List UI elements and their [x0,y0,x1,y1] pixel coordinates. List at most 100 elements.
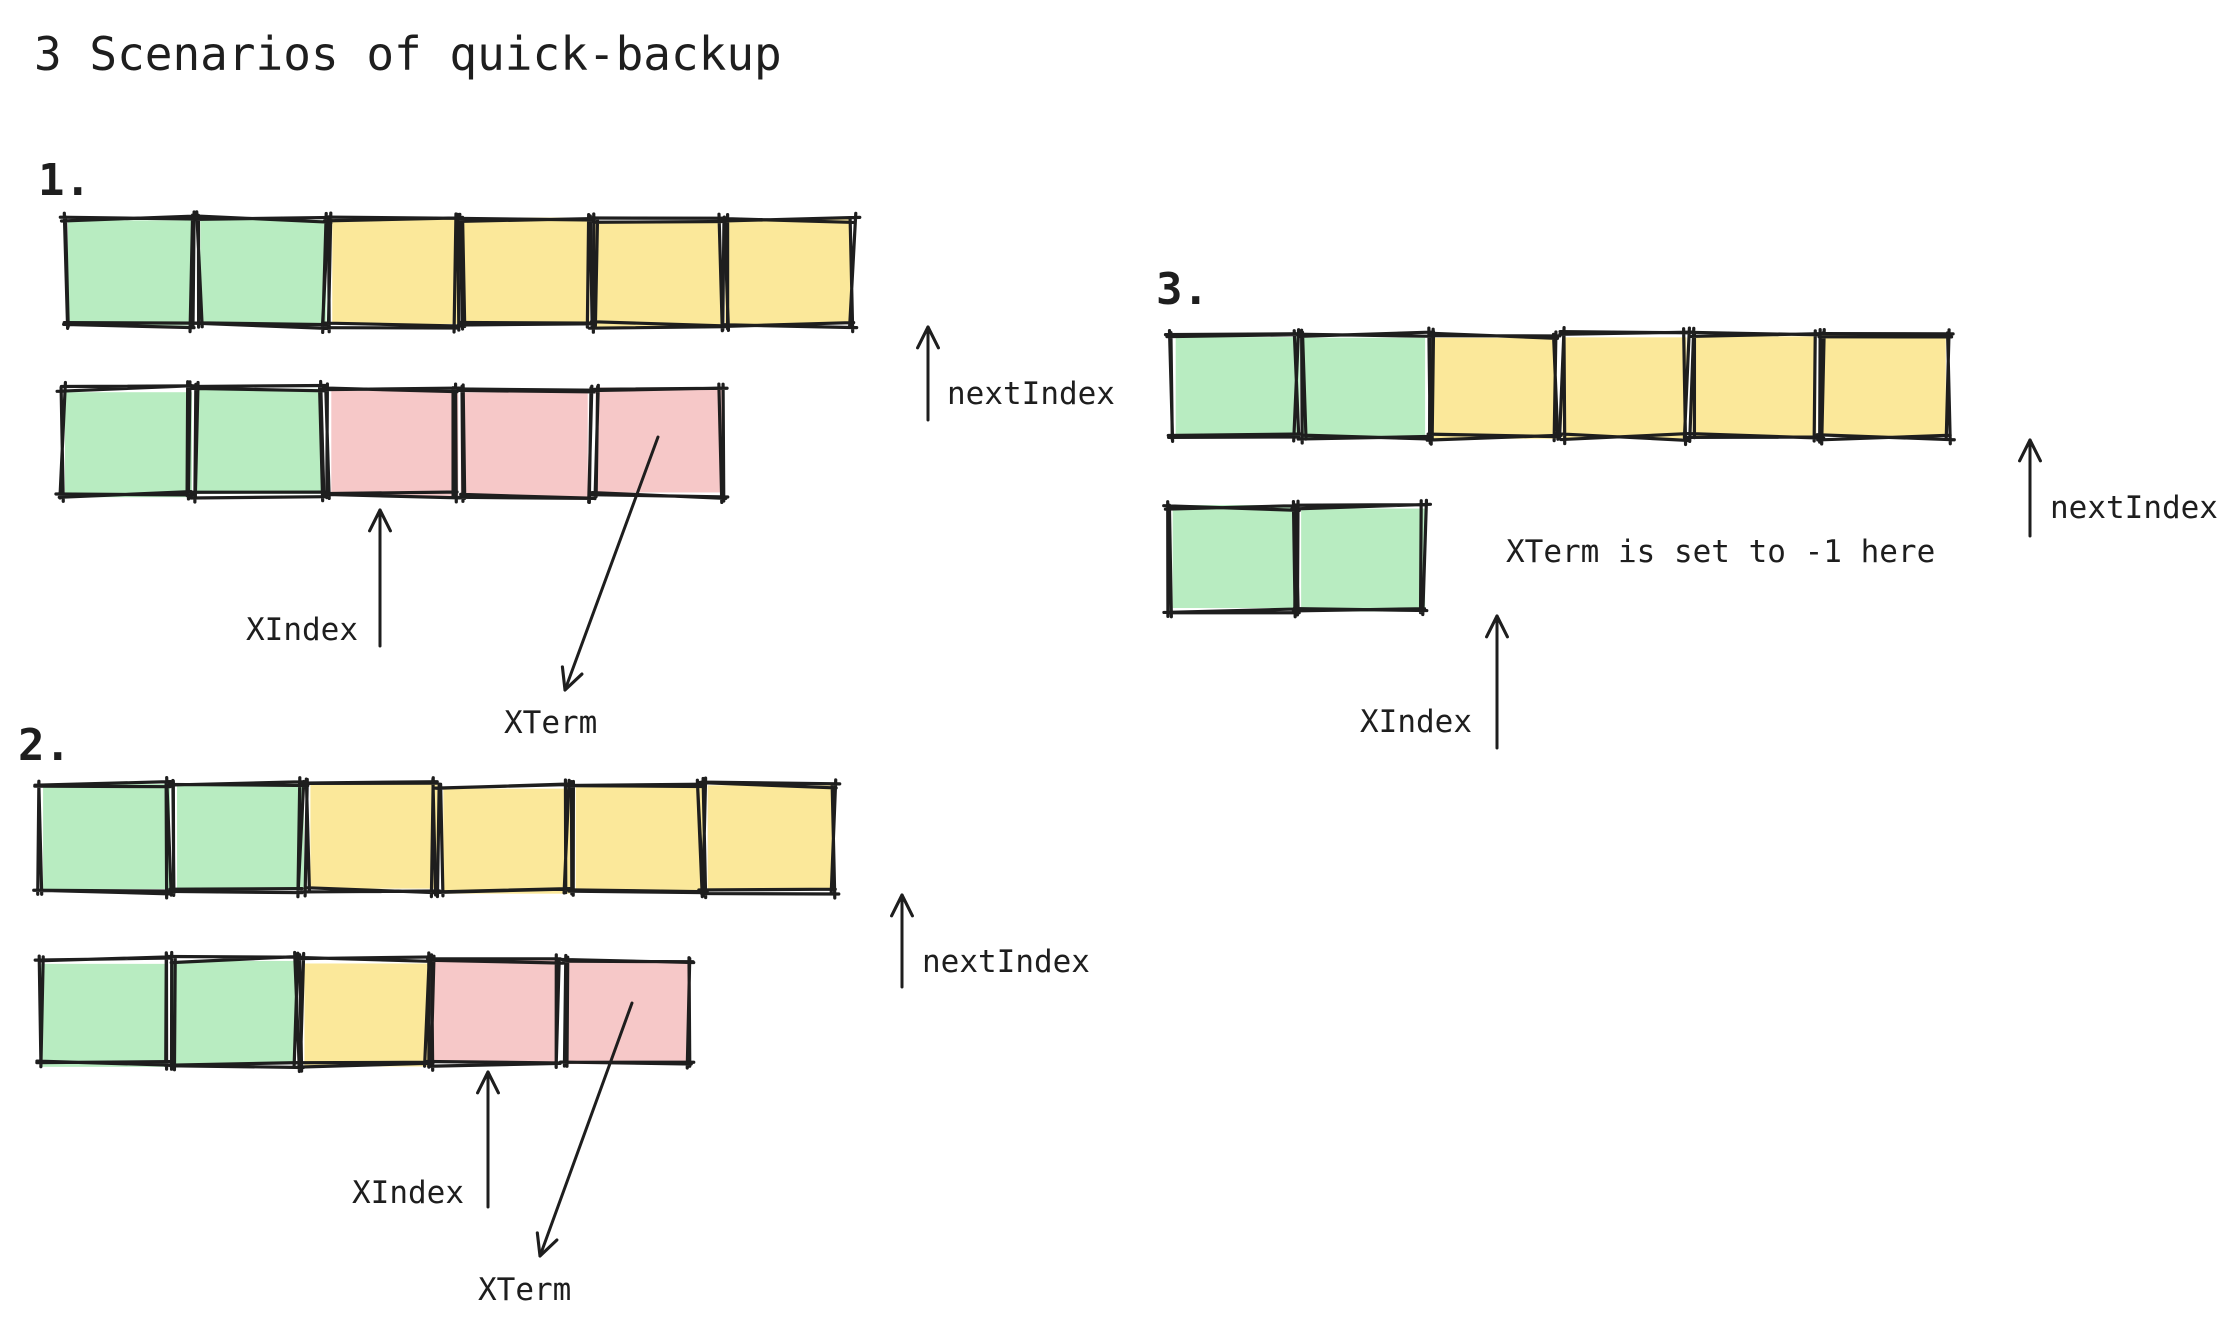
log-entry-border [294,951,435,1073]
next-index-label: nextIndex [947,376,1115,412]
log-entry-fill [64,392,192,498]
log-entry-yellow [587,212,730,334]
diagram-title: 3 Scenarios of quick-backup [34,27,782,81]
log-entry-border [1815,327,1956,446]
log-entry-green [32,776,177,900]
log-entry-border [54,380,196,503]
log-entry-border [1296,326,1436,445]
log-entry-border [322,211,465,334]
log-entry-border [191,210,334,334]
log-entry-fill [331,390,459,496]
log-entry-green [191,210,334,334]
log-entry-fill [707,785,835,891]
x-term-label: XTerm [478,1272,571,1308]
log-entry-yellow [299,776,442,899]
log-entry-fill [595,387,723,493]
log-entry-yellow [1684,326,1826,444]
log-entry-fill [176,784,304,890]
log-entry-red [425,953,565,1072]
log-entry-border [299,776,442,899]
log-entry-border [697,776,842,900]
log-entry-fill [195,388,323,494]
x-term-arrow [535,1001,634,1258]
log-entry-yellow [565,778,709,899]
log-entry-fill [310,783,438,889]
log-entry-border [558,953,696,1070]
log-entry-yellow [322,211,465,334]
log-entry-fill [1821,334,1946,436]
log-entry-border [589,382,730,505]
log-entry-border [454,212,598,331]
follower-log [54,379,730,505]
log-entry-yellow [1425,327,1564,446]
log-entry-border [320,382,462,504]
log-entry-red [589,382,730,505]
log-entry-border [587,212,730,334]
log-entry-border [189,379,330,504]
log-entry-border [1290,498,1433,617]
log-entry-fill [1692,336,1817,438]
log-entry-fill [1301,508,1426,612]
log-entry-green [33,951,173,1071]
x-term-label: XTerm [504,705,597,741]
log-entry-yellow [294,951,435,1073]
log-entry-border [167,776,310,899]
log-entry-green [165,950,305,1074]
log-entry-yellow [431,778,575,899]
log-entry-border [58,210,200,334]
log-entry-green [54,380,196,503]
log-entry-fill [304,963,430,1067]
log-entry-yellow [454,212,598,331]
log-entry-border [1163,328,1305,443]
log-entry-fill [43,784,171,890]
follower-log [1162,498,1433,619]
log-entry-red [456,383,598,505]
log-entry-green [58,210,200,334]
log-entry-fill [460,392,588,498]
log-entry-fill [432,959,558,1063]
scenario-number: 3. [1156,264,1209,315]
log-entry-yellow [1815,327,1956,446]
log-entry-green [189,379,330,504]
scenario-number: 2. [18,720,71,771]
log-entry-red [558,953,696,1070]
log-entry-border [565,778,709,899]
next-index-label: nextIndex [922,944,1090,980]
log-entry-border [33,951,173,1071]
log-entry-yellow [1554,325,1695,447]
log-entry-fill [1175,337,1300,439]
log-entry-border [1425,327,1564,446]
log-entry-border [718,211,862,334]
leader-log [32,776,842,900]
log-entry-fill [463,217,590,323]
log-entry-fill [1172,505,1297,609]
log-entry-fill [725,219,852,325]
x-term-arrow [560,435,660,692]
log-entry-border [431,778,575,899]
log-entry-fill [1301,337,1426,439]
x-index-label: XIndex [352,1175,464,1211]
log-entry-border [456,383,598,505]
log-entry-red [320,382,462,504]
log-entry-border [1684,326,1826,444]
log-entry-border [32,776,177,900]
log-entry-border [165,950,305,1074]
x-term-note: XTerm is set to -1 here [1506,534,1935,570]
follower-log [33,950,696,1074]
scenario-2: 2. nextIndex XIndex XTerm [18,720,1090,1308]
leader-log [1163,325,1956,447]
x-index-label: XIndex [1360,704,1472,740]
log-entry-fill [200,219,327,325]
log-entry-green [1163,328,1305,443]
scenario-number: 1. [38,155,91,206]
log-entry-fill [1562,337,1687,439]
log-entry-border [1554,325,1695,447]
next-index-label: nextIndex [2050,490,2218,526]
log-entry-green [1162,499,1301,619]
log-entry-fill [575,787,703,893]
log-entry-fill [443,788,571,894]
log-entry-fill [67,220,194,326]
log-entry-green [167,776,310,899]
log-entry-green [1290,498,1433,617]
